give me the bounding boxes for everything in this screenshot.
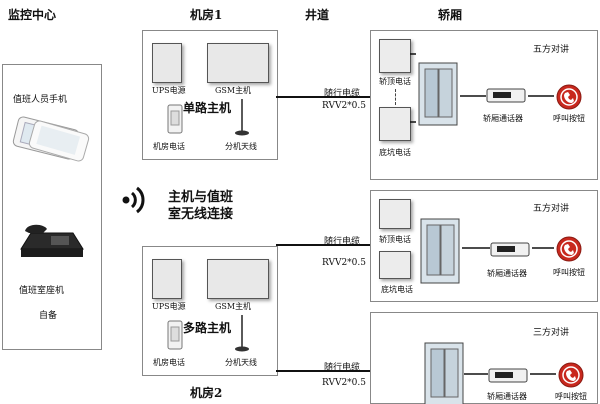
pit-phone-unit <box>379 107 411 141</box>
multi-host-title: 多路主机 <box>183 321 232 335</box>
phone-connector-dash <box>395 89 396 105</box>
machine-room-phone-icon <box>167 320 183 350</box>
machine-room-2-header: 机房2 <box>190 386 223 400</box>
car-1-title: 五方对讲 <box>533 45 570 55</box>
car-3-panel: 三方对讲 轿厢通话器 呼叫按钮 <box>370 312 598 404</box>
car-top-phone-label: 轿顶电话 <box>379 77 411 86</box>
call-button-label: 呼叫按钮 <box>553 114 585 123</box>
shaft-header: 井道 <box>305 8 330 22</box>
antenna-icon <box>235 99 249 136</box>
car-2-panel: 五方对讲 轿顶电话 底坑电话 轿厢通话器 呼叫按钮 <box>370 190 598 302</box>
cable-name-label: 随行电缆 <box>324 89 361 99</box>
traveling-cable-line <box>276 96 372 98</box>
ups-label: UPS电源 <box>152 302 186 311</box>
car-communicator-icon <box>488 368 528 383</box>
wireless-label-line1: 主机与值班 <box>168 190 234 205</box>
pit-phone-label: 底坑电话 <box>379 148 411 157</box>
cable-spec-label: RVV2*0.5 <box>322 378 366 388</box>
traveling-cable-line <box>276 370 372 372</box>
gsm-host-unit <box>207 259 269 299</box>
room-phone-label: 机房电话 <box>153 358 185 367</box>
car-3-title: 三方对讲 <box>533 328 570 338</box>
desk-phone-label: 值班室座机 <box>19 286 65 296</box>
ups-power-unit <box>152 43 182 83</box>
call-button-icon <box>556 236 582 262</box>
cable-spec-label: RVV2*0.5 <box>322 258 366 268</box>
car-communicator-label: 轿厢通话器 <box>487 392 527 401</box>
call-button-icon <box>558 362 584 388</box>
elevator-car-icon <box>420 218 460 284</box>
antenna-label: 分机天线 <box>225 358 257 367</box>
car-communicator-icon <box>490 242 530 257</box>
cable-name-label: 随行电缆 <box>324 363 361 373</box>
machine-room-2-box: UPS电源 GSM主机 多路主机 机房电话 分机天线 <box>142 246 278 376</box>
monitor-center-header: 监控中心 <box>8 8 57 22</box>
gsm-host-unit <box>207 43 269 83</box>
call-button-label: 呼叫按钮 <box>555 392 587 401</box>
mobile-phone-label: 值班人员手机 <box>13 95 68 105</box>
pit-phone-unit <box>379 251 411 279</box>
pit-phone-label: 底坑电话 <box>381 285 413 294</box>
optional-label: 自备 <box>39 311 58 321</box>
room-phone-label: 机房电话 <box>153 142 185 151</box>
machine-room-phone-icon <box>167 104 183 134</box>
gsm-label: GSM主机 <box>215 302 252 311</box>
antenna-label: 分机天线 <box>225 142 257 151</box>
machine-room-1-header: 机房1 <box>190 8 223 22</box>
monitor-center-panel: 值班人员手机 值班室座机 自备 <box>2 64 102 350</box>
ups-label: UPS电源 <box>152 86 186 95</box>
car-top-phone-unit <box>379 39 411 73</box>
car-top-phone-label: 轿顶电话 <box>379 235 411 244</box>
car-header: 轿厢 <box>438 8 463 22</box>
wireless-label-line2: 室无线连接 <box>168 207 234 222</box>
call-button-label: 呼叫按钮 <box>553 268 585 277</box>
gsm-label: GSM主机 <box>215 86 252 95</box>
wireless-signal-icon <box>122 186 145 214</box>
call-button-icon <box>556 84 582 110</box>
car-communicator-icon <box>486 88 526 103</box>
car-communicator-label: 轿厢通话器 <box>487 269 527 278</box>
mobile-phone-icon <box>12 116 90 162</box>
machine-room-1-box: UPS电源 GSM主机 单路主机 机房电话 分机天线 <box>142 30 278 160</box>
car-top-phone-unit <box>379 199 411 229</box>
desk-phone-icon <box>20 224 84 257</box>
cable-name-label: 随行电缆 <box>324 237 361 247</box>
traveling-cable-line <box>276 244 372 246</box>
antenna-icon <box>235 315 249 352</box>
car-communicator-label: 轿厢通话器 <box>483 114 523 123</box>
car-1-panel: 五方对讲 轿顶电话 底坑电话 轿厢通话器 呼叫按钮 <box>370 30 598 180</box>
single-host-title: 单路主机 <box>183 101 232 115</box>
cable-spec-label: RVV2*0.5 <box>322 101 366 111</box>
ups-power-unit <box>152 259 182 299</box>
elevator-car-icon <box>424 342 464 404</box>
elevator-car-icon <box>418 62 458 126</box>
car-2-title: 五方对讲 <box>533 204 570 214</box>
